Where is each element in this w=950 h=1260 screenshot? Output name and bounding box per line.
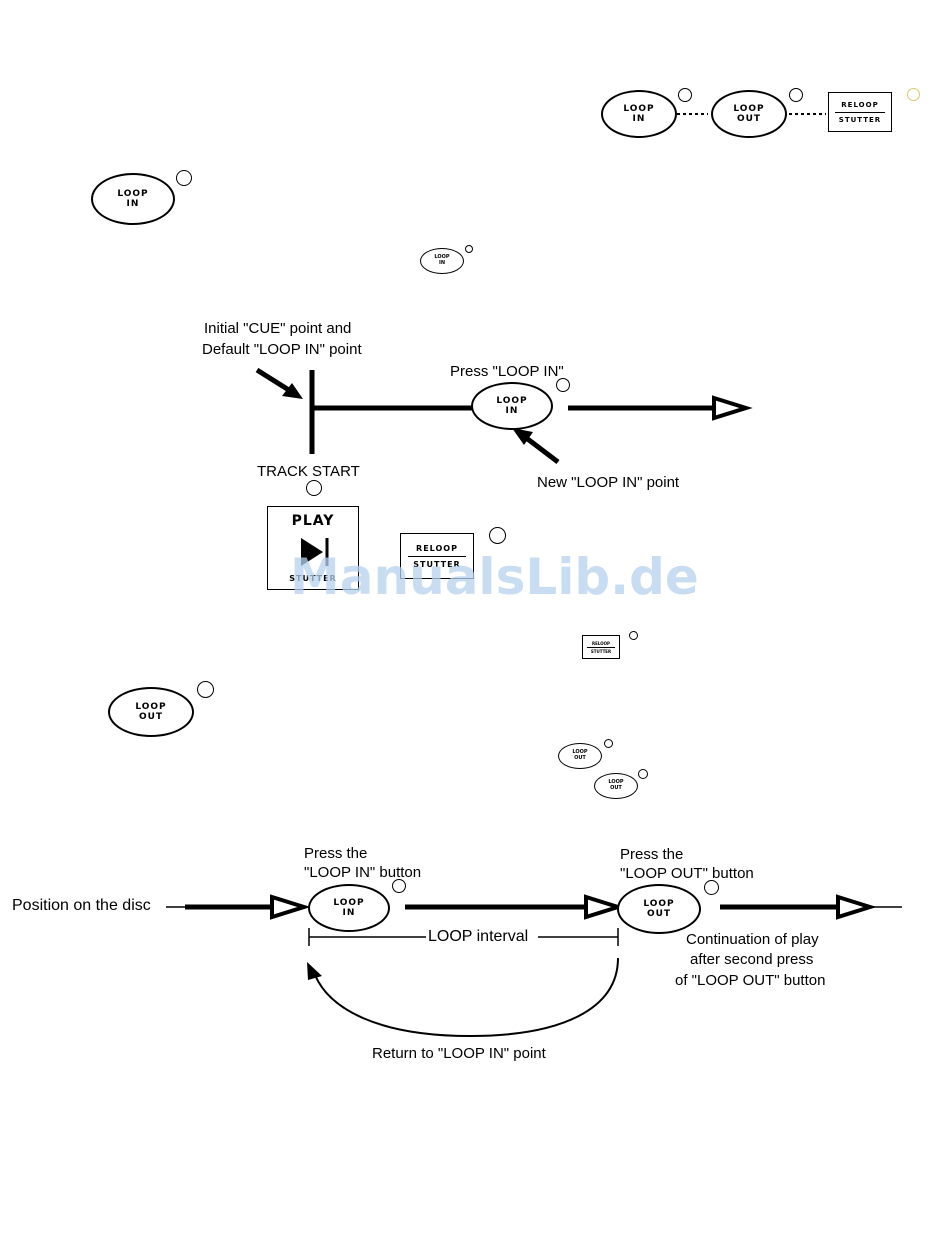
arrowhead-2b	[584, 894, 625, 920]
arrowhead-2a	[270, 894, 311, 920]
diagram2-loop-in-led	[392, 879, 406, 893]
diagram1-loop-in-led	[556, 378, 570, 392]
loop-out-button-label: "LOOP OUT" button	[620, 865, 754, 882]
loop-out-icon-small-2[interactable]: LOOP OUT	[594, 773, 638, 799]
track-start-label: TRACK START	[257, 463, 360, 480]
loop-in-button-label: "LOOP IN" button	[304, 864, 422, 881]
loop-out-icon-large-led	[197, 681, 214, 698]
header-loop-out-led	[789, 88, 803, 102]
diagram2-loop-out-button[interactable]: LOOP OUT	[617, 884, 701, 934]
position-on-disc-label: Position on the disc	[12, 897, 151, 914]
header-reloop-led	[907, 88, 920, 101]
arrowhead-2c	[836, 894, 877, 920]
initial-cue-label-1: Initial "CUE" point and	[204, 320, 352, 337]
return-arc	[314, 957, 619, 1038]
return-label: Return to "LOOP IN" point	[372, 1045, 546, 1062]
loop-in-icon-small-led	[465, 245, 473, 253]
loop-interval-label: LOOP interval	[428, 928, 529, 945]
continuation-label-2: after second press	[690, 951, 814, 968]
reloop-button[interactable]: RELOOP STUTTER	[400, 533, 474, 579]
loop-out-icon-large[interactable]: LOOP OUT	[108, 687, 194, 737]
loop-in-icon-large[interactable]: LOOP IN	[91, 173, 175, 225]
watermark: ManualsLib.de	[290, 548, 699, 606]
reloop-icon-small-led	[629, 631, 638, 640]
play-led	[306, 480, 322, 496]
press-the-label-2: Press the	[620, 846, 684, 863]
reloop-led	[489, 527, 506, 544]
loop-out-icon-small-1-led	[604, 739, 613, 748]
header-loop-out-button[interactable]: LOOP OUT	[711, 90, 787, 138]
diagram2-loop-out-led	[704, 880, 719, 895]
pointer-cue-shaft	[255, 367, 294, 395]
play-icon	[301, 537, 329, 566]
loop-in-icon-large-led	[176, 170, 192, 186]
pointer-new-loop-in-shaft	[523, 435, 560, 464]
header-loop-in-button[interactable]: LOOP IN	[601, 90, 677, 138]
header-loop-in-led	[678, 88, 692, 102]
diagram2-loop-in-button[interactable]: LOOP IN	[308, 884, 390, 932]
header-reloop-button[interactable]: RELOOP STUTTER	[828, 92, 892, 132]
reloop-icon-small[interactable]: RELOOP STUTTER	[582, 635, 620, 659]
press-the-label-1: Press the	[304, 845, 368, 862]
pointer-new-loop-in-head	[512, 428, 533, 445]
arrowhead-1	[712, 395, 753, 421]
continuation-label-1: Continuation of play	[686, 931, 819, 948]
loop-out-icon-small-2-led	[638, 769, 648, 779]
continuation-label-3: of "LOOP OUT" button	[675, 972, 826, 989]
return-arc-head	[307, 962, 322, 980]
loop-in-icon-small[interactable]: LOOP IN	[420, 248, 464, 274]
initial-cue-label-2: Default "LOOP IN" point	[202, 341, 362, 358]
pointer-cue-head	[282, 383, 303, 399]
diagram1-loop-in-button[interactable]: LOOP IN	[471, 382, 553, 430]
press-loop-in-label: Press "LOOP IN"	[450, 363, 564, 380]
new-loop-in-label: New "LOOP IN" point	[537, 474, 680, 491]
play-button[interactable]: PLAY STUTTER	[267, 506, 359, 590]
loop-out-icon-small-1[interactable]: LOOP OUT	[558, 743, 602, 769]
